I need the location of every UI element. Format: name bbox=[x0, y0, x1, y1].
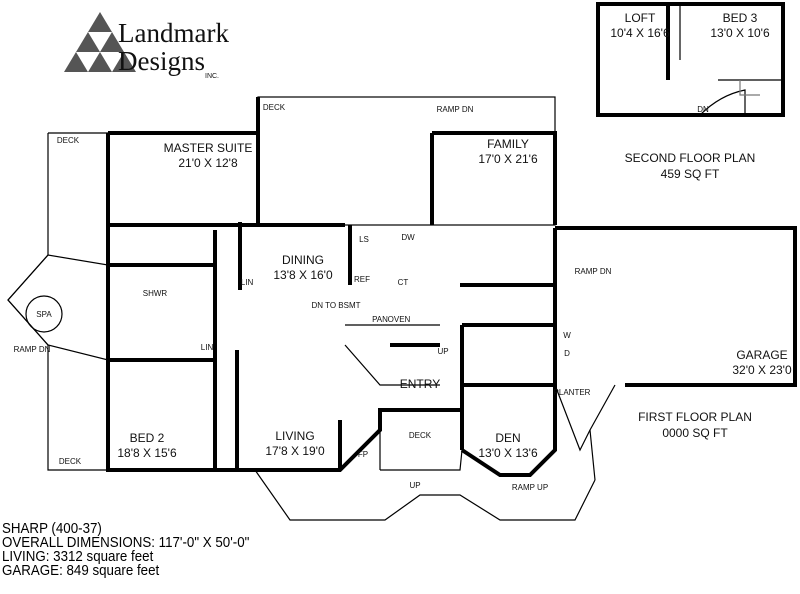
plan-label: FP bbox=[358, 450, 368, 459]
overall-dimensions: OVERALL DIMENSIONS: 117'-0" X 50'-0" bbox=[2, 535, 250, 551]
plan-label: 17'8 X 19'0 bbox=[265, 444, 325, 458]
plan-label: PAN bbox=[372, 315, 388, 324]
plan-label: LIN bbox=[241, 278, 254, 287]
plan-label: BED 2 bbox=[130, 431, 165, 445]
plan-label: UP bbox=[437, 347, 448, 356]
second-floor-area: 459 SQ FT bbox=[661, 167, 720, 181]
plan-label: FAMILY bbox=[487, 137, 529, 151]
plan-label: LIN bbox=[201, 343, 214, 352]
first-floor-area: 0000 SQ FT bbox=[662, 426, 728, 440]
plan-label: 18'8 X 15'6 bbox=[117, 446, 177, 460]
plan-label: 10'4 X 16'6 bbox=[610, 26, 670, 40]
living-area: LIVING: 3312 square feet bbox=[2, 549, 154, 565]
first-floor-title: FIRST FLOOR PLAN bbox=[638, 410, 752, 424]
plan-label: SHWR bbox=[143, 289, 168, 298]
logo-text-designs: Designs bbox=[118, 46, 205, 76]
second-floor-plan: LOFT 10'4 X 16'6 BED 3 13'0 X 10'6 DN SE… bbox=[596, 2, 785, 181]
plan-label: DINING bbox=[282, 253, 324, 267]
plan-label: OVEN bbox=[388, 315, 411, 324]
logo-text-landmark: Landmark bbox=[118, 18, 229, 48]
plan-label: DECK bbox=[59, 457, 82, 466]
plan-label: BED 3 bbox=[723, 11, 758, 25]
plan-label: MASTER SUITE bbox=[164, 141, 253, 155]
plan-label: 13'0 X 10'6 bbox=[710, 26, 770, 40]
plan-label: CT bbox=[398, 278, 409, 287]
first-floor-plan: MASTER SUITE 21'0 X 12'8 FAMILY 17'0 X 2… bbox=[7, 96, 797, 521]
plan-name: SHARP (400-37) bbox=[2, 521, 102, 537]
second-floor-title: SECOND FLOOR PLAN bbox=[625, 151, 756, 165]
plan-label: SPA bbox=[36, 310, 52, 319]
plan-label: REF bbox=[354, 275, 370, 284]
plan-label: DEN bbox=[495, 431, 520, 445]
plan-label: DN TO BSMT bbox=[311, 301, 360, 310]
plan-label: 13'0 X 13'6 bbox=[478, 446, 538, 460]
plan-label: DECK bbox=[57, 136, 80, 145]
garage-area: GARAGE: 849 square feet bbox=[2, 563, 160, 579]
plan-label: 32'0 X 23'0 bbox=[732, 363, 792, 377]
plan-label: RAMP DN bbox=[14, 345, 51, 354]
logo-triangle bbox=[88, 12, 112, 32]
landmark-logo: Landmark Designs INC. bbox=[64, 12, 229, 80]
plan-label: LOFT bbox=[625, 11, 656, 25]
plan-label: DECK bbox=[263, 103, 286, 112]
plan-label: LS bbox=[359, 235, 369, 244]
plan-label: DECK bbox=[409, 431, 432, 440]
plan-label: RAMP UP bbox=[512, 483, 548, 492]
logo-text-inc: INC. bbox=[205, 73, 219, 80]
plan-label: RAMP DN bbox=[437, 105, 474, 114]
plan-label: PLANTER bbox=[554, 388, 591, 397]
plan-label: LIVING bbox=[275, 429, 314, 443]
plan-label: DN bbox=[697, 105, 709, 114]
plan-label: 21'0 X 12'8 bbox=[178, 156, 238, 170]
plan-label: D bbox=[564, 349, 570, 358]
plan-label: RAMP DN bbox=[575, 267, 612, 276]
plan-label: 17'0 X 21'6 bbox=[478, 152, 538, 166]
plan-label: 13'8 X 16'0 bbox=[273, 268, 333, 282]
plan-label: DW bbox=[401, 233, 415, 242]
plan-label: GARAGE bbox=[736, 348, 787, 362]
plan-label: ENTRY bbox=[400, 377, 440, 391]
plan-label: W bbox=[563, 331, 571, 340]
plan-info: SHARP (400-37) OVERALL DIMENSIONS: 117'-… bbox=[2, 521, 250, 579]
plan-label: UP bbox=[409, 481, 420, 490]
